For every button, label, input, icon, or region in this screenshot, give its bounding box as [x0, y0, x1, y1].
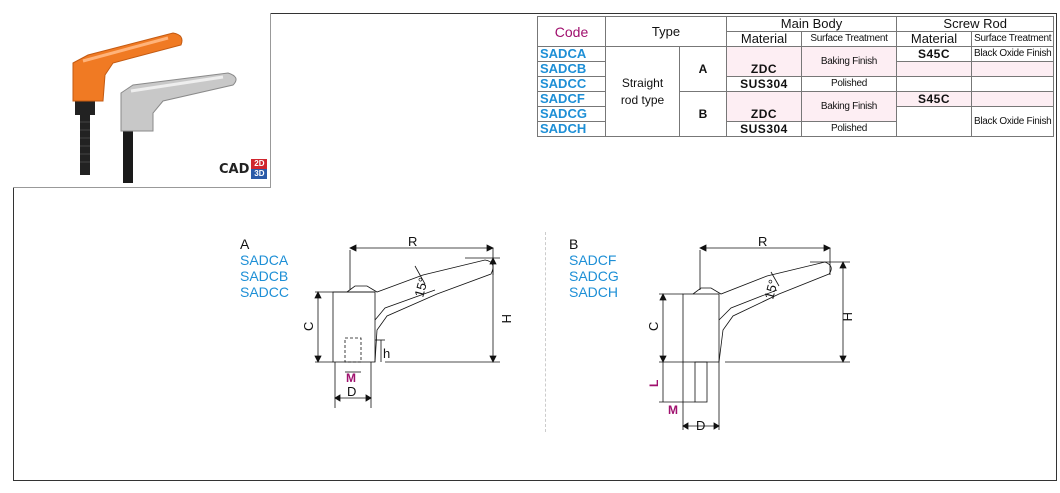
rod-type-cell: Straight rod type	[605, 46, 680, 137]
dim-l-label: L	[647, 380, 661, 387]
dim-h-small-label: h	[383, 346, 390, 361]
body-treatment-baking-b: Baking Finish	[801, 91, 897, 122]
rod-material-empty	[896, 106, 972, 137]
rod-type-line-2: rod type	[620, 92, 665, 107]
header-code: Code	[537, 16, 606, 47]
drawing-b-code[interactable]: SADCF	[569, 252, 617, 268]
dim-r-label: R	[408, 234, 417, 249]
dim-angle-label: 15°	[411, 276, 431, 299]
header-body-material: Material	[726, 31, 802, 47]
body-material-zdc-b: ZDC	[726, 91, 802, 122]
rod-material-s45c-b: S45C	[896, 91, 972, 107]
body-treatment-baking-a: Baking Finish	[801, 46, 897, 77]
header-body-treatment: Surface Treatment	[801, 31, 897, 47]
code-cell[interactable]: SADCH	[537, 121, 606, 137]
group-b-cell: B	[679, 91, 727, 137]
drawing-b: R 15° H C L M D	[646, 234, 855, 433]
dim-m-label: M	[346, 371, 356, 385]
rod-treatment-black-a: Black Oxide Finish	[970, 46, 1055, 62]
body-treatment-polished-b: Polished	[801, 121, 897, 137]
dim-angle-label: 15°	[761, 278, 781, 301]
dim-h-label: H	[840, 312, 855, 321]
rod-treatment-empty	[970, 76, 1055, 92]
code-cell[interactable]: SADCF	[537, 91, 606, 107]
rod-treatment-black-b: Black Oxide Finish	[970, 106, 1055, 137]
cad-2d-label: 2D	[251, 159, 268, 169]
header-main-body: Main Body	[726, 16, 897, 32]
group-a-cell: A	[679, 46, 727, 92]
cad-label: CAD	[219, 161, 250, 177]
code-cell[interactable]: SADCG	[537, 106, 606, 122]
body-treatment-polished-a: Polished	[801, 76, 897, 92]
drawing-a-code[interactable]: SADCC	[240, 284, 290, 300]
drawing-b-code[interactable]: SADCG	[569, 268, 619, 284]
header-screw-rod: Screw Rod	[895, 16, 1055, 32]
code-cell[interactable]: SADCB	[537, 61, 606, 77]
header-rod-material: Material	[896, 31, 972, 47]
dim-r-label: R	[758, 234, 767, 249]
cad-3d-label: 3D	[251, 169, 268, 179]
cad-badge[interactable]: CAD 2D 3D	[219, 159, 268, 179]
body-material-sus-b: SUS304	[726, 121, 802, 137]
dim-c-label: C	[646, 322, 661, 331]
spec-table: Code Type Main Body Screw Rod Material S…	[537, 16, 1055, 137]
dim-c-label: C	[301, 322, 316, 331]
drawing-a-labels: A SADCA SADCB SADCC	[240, 236, 289, 300]
code-cell[interactable]: SADCA	[537, 46, 606, 62]
rod-material-empty	[896, 76, 972, 92]
cad-dims: 2D 3D	[251, 159, 268, 179]
drawing-b-labels: B SADCF SADCG SADCH	[569, 236, 619, 300]
dim-d-label: D	[696, 418, 705, 433]
rod-treatment-empty	[970, 61, 1055, 77]
drawing-a-code[interactable]: SADCB	[240, 268, 289, 284]
header-type: Type	[605, 16, 727, 47]
rod-material-empty	[896, 61, 972, 77]
drawing-b-code[interactable]: SADCH	[569, 284, 619, 300]
drawing-a: R 15° H C h M D	[301, 234, 514, 408]
code-cell[interactable]: SADCC	[537, 76, 606, 92]
page-frame	[13, 13, 1057, 481]
dim-m-label: M	[668, 403, 678, 417]
rod-treatment-empty	[970, 91, 1055, 107]
drawing-separator	[545, 232, 546, 432]
drawing-a-code[interactable]: SADCA	[240, 252, 289, 268]
body-material-zdc-a: ZDC	[726, 46, 802, 77]
product-photo-image	[72, 32, 237, 183]
product-photo: CAD 2D 3D	[13, 13, 271, 188]
body-material-sus-a: SUS304	[726, 76, 802, 92]
rod-type-line-1: Straight	[621, 75, 664, 90]
rod-material-s45c-a: S45C	[896, 46, 972, 62]
dim-d-label: D	[347, 384, 356, 399]
dim-h-label: H	[499, 314, 514, 323]
drawing-b-letter: B	[569, 236, 579, 252]
drawing-a-letter: A	[240, 236, 250, 252]
header-rod-treatment: Surface Treatment	[970, 31, 1055, 47]
